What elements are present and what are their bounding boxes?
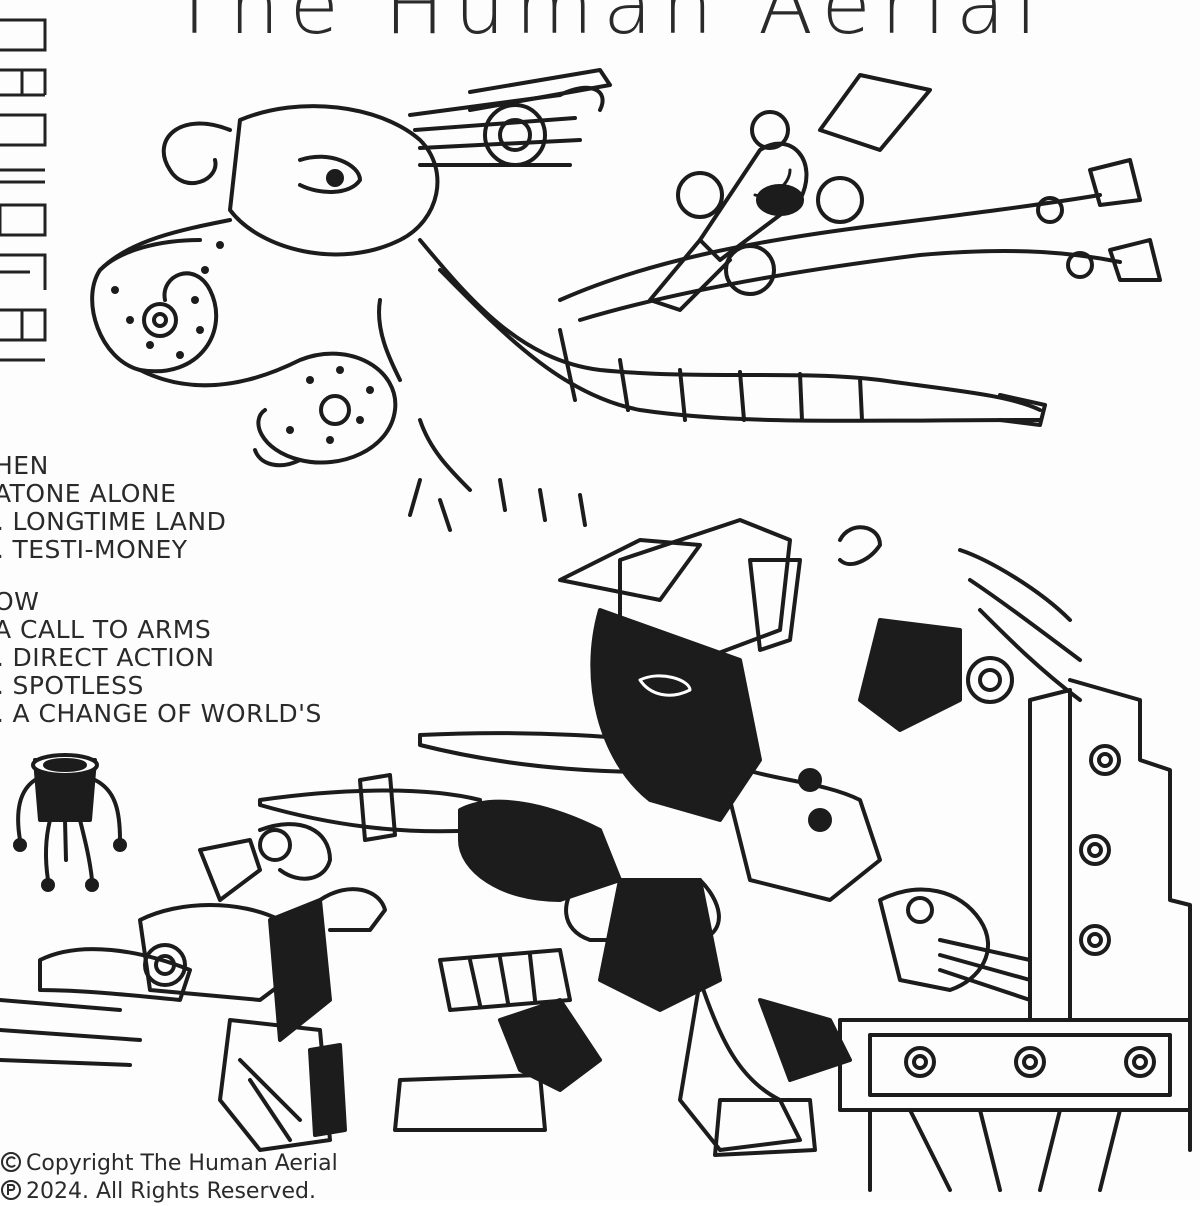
artist-title: The Human Aerial (170, 0, 1048, 52)
label-logo-icon (0, 18, 47, 362)
track-item: ATONE ALONE (0, 480, 420, 508)
track-title: TESTI-MONEY (12, 536, 188, 564)
track-number: . (0, 700, 4, 728)
track-number: . (0, 644, 4, 672)
track-item: . SPOTLESS (0, 672, 420, 700)
side-b: OW A CALL TO ARMS . DIRECT ACTION . SPOT… (0, 588, 420, 728)
track-item: . A CHANGE OF WORLD'S (0, 700, 420, 728)
track-item: . DIRECT ACTION (0, 644, 420, 672)
phonogram-line: 2024. All Rights Reserved. (0, 1178, 338, 1206)
tracklist: HEN ATONE ALONE . LONGTIME LAND . TESTI-… (0, 452, 420, 752)
rights-text: 2024. All Rights Reserved. (26, 1179, 317, 1204)
copyright-text: Copyright The Human Aerial (26, 1151, 338, 1176)
copyright-icon (1, 1152, 21, 1172)
track-number: . (0, 672, 4, 700)
serpent-figure (90, 68, 1162, 532)
cup-with-drips (13, 753, 127, 892)
track-title: A CALL TO ARMS (0, 616, 212, 644)
track-title: A CHANGE OF WORLD'S (12, 700, 322, 728)
side-b-heading: OW (0, 588, 40, 616)
copyright-notice: Copyright The Human Aerial 2024. All Rig… (0, 1150, 338, 1206)
track-item: . TESTI-MONEY (0, 536, 420, 564)
copyright-line: Copyright The Human Aerial (0, 1150, 338, 1178)
phonogram-icon (1, 1180, 21, 1200)
kneeling-figure (0, 822, 387, 1152)
track-title: ATONE ALONE (0, 480, 177, 508)
track-title: DIRECT ACTION (12, 644, 215, 672)
temple-structure (838, 678, 1192, 1192)
track-number: . (0, 508, 4, 536)
warrior-figure (258, 518, 1082, 1157)
track-item: . LONGTIME LAND (0, 508, 420, 536)
track-title: SPOTLESS (12, 672, 144, 700)
track-title: LONGTIME LAND (12, 508, 227, 536)
track-item: A CALL TO ARMS (0, 616, 420, 644)
side-a-heading: HEN (0, 452, 49, 480)
track-number: . (0, 536, 4, 564)
side-a: HEN ATONE ALONE . LONGTIME LAND . TESTI-… (0, 452, 420, 564)
